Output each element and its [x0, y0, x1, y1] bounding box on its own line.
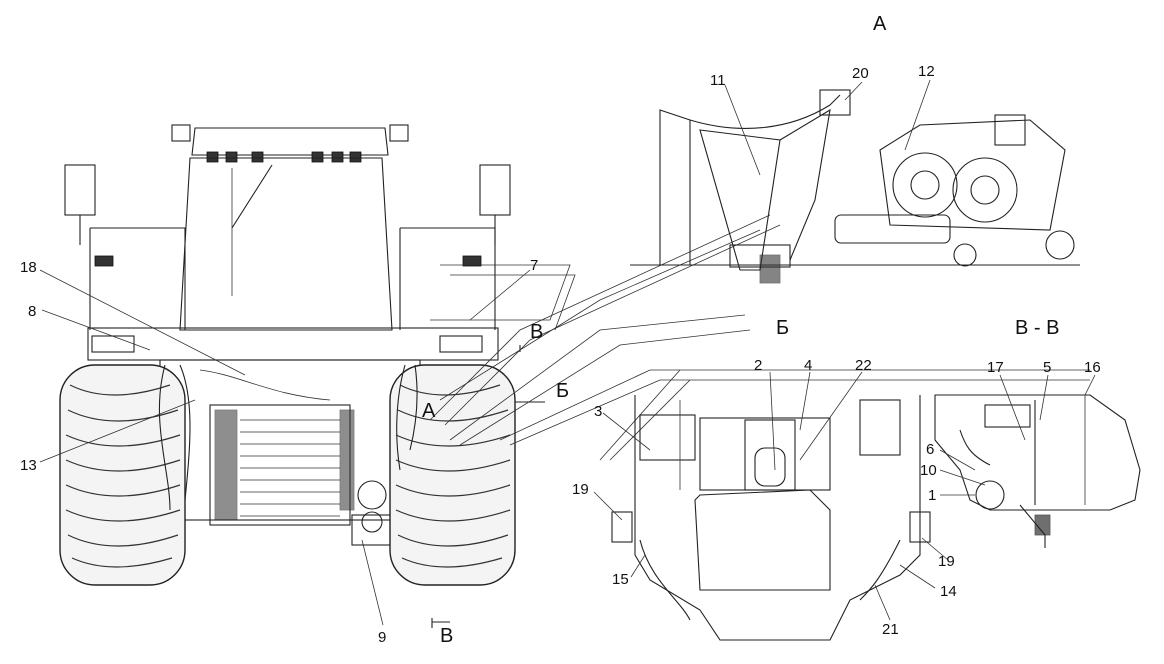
callout-7: 7	[530, 257, 538, 274]
tractor-rear-view	[59, 124, 516, 586]
section-v-bottom-label: В	[440, 625, 453, 647]
radiator-fins	[240, 419, 340, 517]
callout-14: 14	[940, 583, 957, 600]
callout-8: 8	[28, 303, 36, 320]
callout-labels: 18 8 7 13 9 11 20 12 2 4 22 3 19 15 19 1…	[20, 63, 1101, 646]
callout-19-left: 19	[572, 481, 589, 498]
callout-20: 20	[852, 65, 869, 82]
leader-lines	[39, 79, 1096, 626]
callout-12: 12	[918, 63, 935, 80]
callout-17: 17	[987, 359, 1004, 376]
callout-18: 18	[20, 259, 37, 276]
callout-4: 4	[804, 357, 812, 374]
callout-11: 11	[710, 72, 726, 89]
view-a-title: А	[873, 13, 887, 35]
callout-16: 16	[1084, 359, 1101, 376]
view-b-detail	[611, 395, 931, 641]
callout-6: 6	[926, 441, 934, 458]
callout-2: 2	[754, 357, 762, 374]
callout-22: 22	[855, 357, 872, 374]
callout-19-right: 19	[938, 553, 955, 570]
arrow-b-label: Б	[556, 380, 569, 402]
arrow-a-label: А	[422, 400, 436, 422]
callout-21: 21	[882, 621, 899, 638]
left-tire	[59, 364, 186, 586]
view-pointer-lines	[429, 214, 1090, 461]
callout-10: 10	[920, 462, 937, 479]
callout-1: 1	[928, 487, 936, 504]
callout-13: 13	[20, 457, 37, 474]
callout-3: 3	[594, 403, 602, 420]
view-b-title: Б	[776, 317, 789, 339]
view-v-v-detail	[934, 394, 1141, 548]
section-markers	[431, 345, 545, 628]
roof-lamps	[206, 151, 362, 163]
right-tire	[389, 364, 516, 586]
view-a-detail	[630, 89, 1080, 284]
callout-5: 5	[1043, 359, 1051, 376]
callout-15: 15	[612, 571, 629, 588]
section-v-marker-label: В	[530, 321, 543, 343]
callout-9: 9	[378, 629, 386, 646]
view-v-v-title: В - В	[1015, 317, 1059, 339]
